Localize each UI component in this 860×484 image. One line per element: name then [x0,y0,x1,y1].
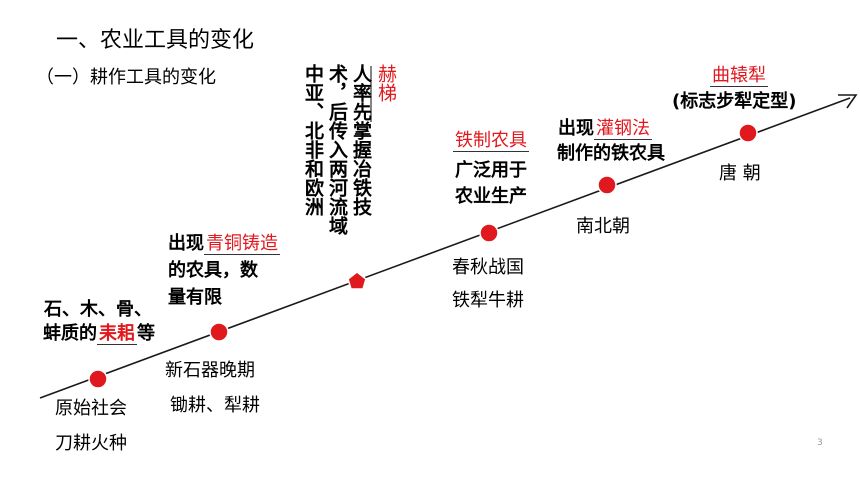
neolithic-desc-line2: 的农具，数 [168,260,258,281]
hittite-col-1: 赫梯 [375,64,397,102]
spring-autumn-desc-red-text: 铁制农具 [453,130,529,152]
tang-desc-red-text: 曲辕犁 [710,65,768,87]
hittite-col-2: 人率先掌握冶铁技 [350,64,372,216]
node-neolithic [209,322,229,342]
spring-autumn-desc-line2: 广泛用于 [455,160,527,181]
primitive-practice: 刀耕火种 [55,433,127,454]
primitive-desc-red: 耒耜 [97,323,137,345]
hittite-col-3: 术，后传入两河流域 [326,64,348,235]
tang-era: 唐 朝 [719,163,761,184]
southern-northern-desc-a: 出现 [558,118,594,139]
node-tang [738,123,758,143]
neolithic-desc-red: 青铜铸造 [204,233,280,255]
southern-northern-era: 南北朝 [576,216,630,237]
page-heading: 一、农业工具的变化 [56,28,255,53]
tang-desc-red: 曲辕犁 [710,62,768,90]
timeline-arrowhead [838,94,858,109]
page-number: 3 [817,438,823,448]
spring-autumn-era: 春秋战国 [452,257,524,278]
neolithic-era: 新石器晚期 [165,360,255,381]
southern-northern-desc-line2: 制作的铁农具 [557,143,665,164]
node-primitive-society [88,369,108,389]
page-subheading: （一）耕作工具的变化 [36,67,216,88]
primitive-desc-line1: 石、木、骨、 [44,299,152,320]
neolithic-desc-line3: 量有限 [168,287,222,308]
timeline-line [39,97,851,399]
node-spring-autumn [479,223,499,243]
hittite-col-4: 中亚、北非和欧洲 [302,64,324,216]
tang-desc-note: (标志步犁定型) [672,91,797,112]
spring-autumn-desc-red: 铁制农具 [453,127,529,155]
primitive-desc-c: 等 [137,323,155,344]
primitive-era: 原始社会 [55,398,127,419]
southern-northern-desc-red: 灌钢法 [594,118,652,140]
neolithic-desc-a: 出现 [168,233,204,254]
primitive-desc-b: 蚌质的 [43,323,97,344]
node-hittite-pentagon [347,271,367,290]
spring-autumn-practice: 铁犁牛耕 [452,290,524,311]
neolithic-desc-line1: 出现青铜铸造 [168,230,280,258]
spring-autumn-desc-line3: 农业生产 [455,186,527,207]
southern-northern-desc-line1: 出现灌钢法 [558,115,652,143]
neolithic-practice: 锄耕、犁耕 [170,395,260,416]
node-southern-northern [597,175,617,195]
primitive-desc-line2: 蚌质的耒耜等 [43,320,155,348]
